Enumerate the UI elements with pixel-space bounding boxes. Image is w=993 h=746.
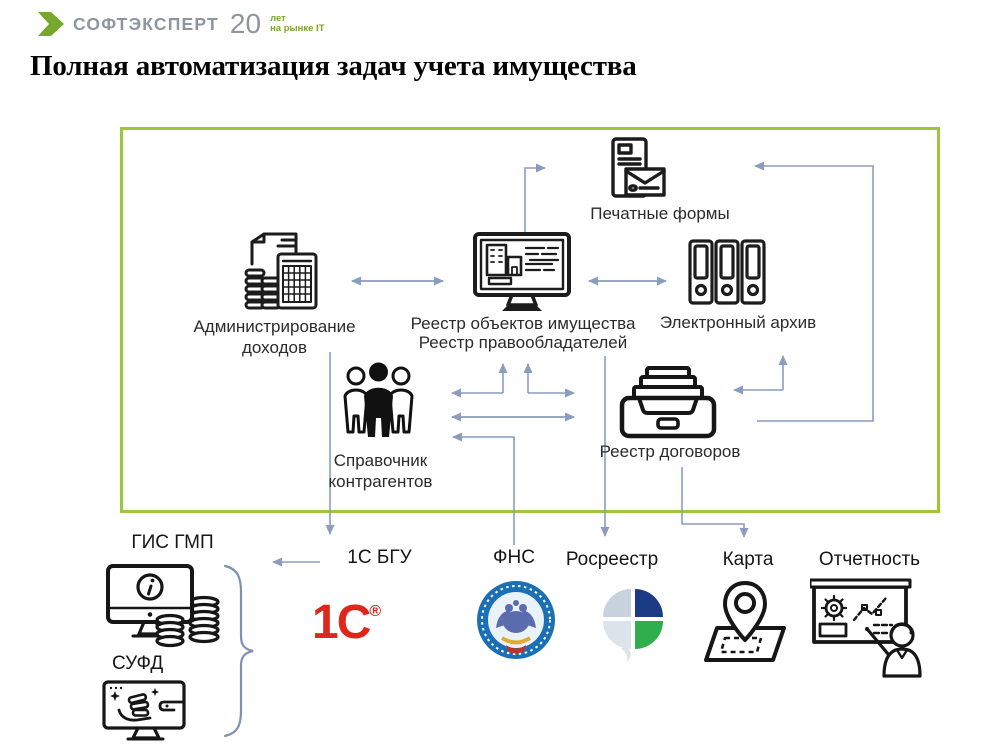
contractors-icon — [343, 362, 414, 437]
electronic-archive-label: Электронный архив — [659, 313, 817, 332]
bgu-label: 1С БГУ — [347, 547, 412, 568]
electronic-archive-icon — [688, 239, 766, 305]
income-admin-icon — [244, 232, 318, 310]
property-registry-label: Реестр объектов имущества Реестр правооб… — [388, 314, 658, 352]
brand-name: СОФТЭКСПЕРТ — [73, 13, 219, 34]
income-admin-label-line2: доходов — [242, 338, 307, 357]
map-pin-icon — [704, 581, 786, 662]
printed-forms-label: Печатные формы — [590, 204, 730, 223]
contracts-registry-label: Реестр договоров — [599, 442, 741, 461]
contracts-registry-icon — [619, 366, 717, 439]
brand-caption-line1: лет — [270, 13, 286, 24]
fns-emblem-icon — [477, 581, 555, 659]
income-admin-label-line1: Администрирование — [193, 317, 356, 336]
brace-shape — [223, 564, 254, 738]
map-label: Карта — [722, 549, 774, 570]
contractors-label-line2: контрагентов — [328, 472, 433, 491]
sufd-monitor-icon — [102, 680, 186, 741]
brand-logo: СОФТЭКСПЕРТ 20 лет на рынке IT — [38, 8, 325, 40]
property-registry-icon — [473, 232, 571, 311]
onec-logo: 1С® — [312, 588, 381, 647]
contractors-label: Справочник контрагентов — [288, 450, 473, 492]
property-registry-label-line2: Реестр правообладателей — [418, 333, 628, 352]
diagram-frame — [120, 127, 940, 513]
brand-caption-line2: на рынке IT — [270, 23, 325, 34]
onec-registered-mark: ® — [369, 603, 382, 620]
onec-logo-text: 1С — [312, 596, 371, 649]
gis-gmp-label: ГИС ГМП — [131, 532, 214, 553]
fns-label: ФНС — [493, 547, 535, 568]
income-admin-label: Администрирование доходов — [172, 316, 377, 358]
gis-gmp-monitor-icon — [106, 564, 220, 648]
printed-forms-icon — [611, 137, 666, 198]
reporting-label: Отчетность — [818, 549, 921, 570]
rosreestr-logo-icon — [603, 589, 663, 662]
contractors-label-line1: Справочник — [333, 451, 428, 470]
brand-years: 20 — [229, 8, 262, 39]
brand-chevron-icon — [38, 12, 64, 36]
page-title: Полная автоматизация задач учета имущест… — [30, 50, 637, 82]
reporting-icon — [810, 578, 922, 678]
rosreestr-label: Росреестр — [565, 549, 659, 570]
brand-caption: лет на рынке IT — [270, 14, 324, 34]
property-registry-label-line1: Реестр объектов имущества — [410, 314, 636, 333]
sufd-label: СУФД — [112, 653, 164, 674]
